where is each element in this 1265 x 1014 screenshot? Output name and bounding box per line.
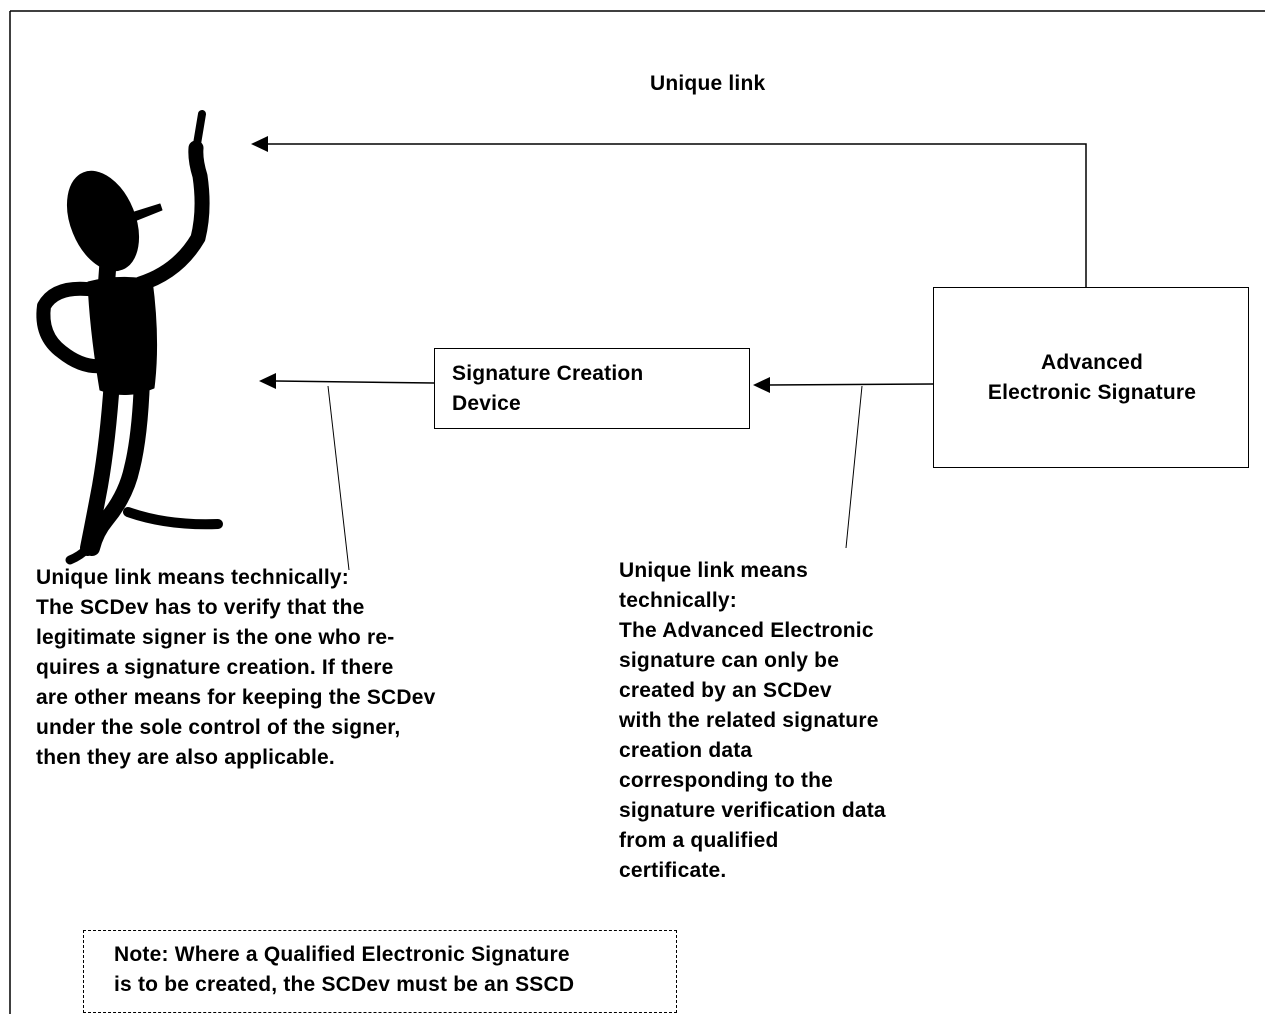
note-line: is to be created, the SCDev must be an S… bbox=[114, 973, 575, 996]
explanation-line: Unique link means technically: bbox=[36, 566, 349, 589]
top-link-line bbox=[266, 143, 1087, 292]
explanation-line: signature can only be bbox=[619, 649, 840, 672]
unique-link-label: Unique link bbox=[650, 72, 766, 95]
explanation-line: legitimate signer is the one who re- bbox=[36, 626, 395, 649]
signer-figure-icon bbox=[36, 110, 223, 565]
top-link-arrowhead bbox=[251, 136, 268, 152]
explanation-line: The Advanced Electronic bbox=[619, 619, 874, 642]
explanation-line: certificate. bbox=[619, 859, 727, 882]
explanation-line: under the sole control of the signer, bbox=[36, 716, 401, 739]
signature-creation-device-label: Signature Creation Device bbox=[452, 359, 742, 419]
explanation-line: technically: bbox=[619, 589, 737, 612]
explanation-line: The SCDev has to verify that the bbox=[36, 596, 365, 619]
explanation-line: are other means for keeping the SCDev bbox=[36, 686, 436, 709]
explanation-line: creation data bbox=[619, 739, 753, 762]
explanation-line: quires a signature creation. If there bbox=[36, 656, 394, 679]
aes-to-scd-line bbox=[767, 383, 934, 386]
note-text: Note: Where a Qualified Electronic Signa… bbox=[114, 940, 574, 1000]
aes-label-line: Electronic Signature bbox=[987, 381, 1197, 404]
device-link-explanation: Unique link means technically: The Advan… bbox=[619, 556, 886, 886]
explanation-line: with the related signature bbox=[619, 709, 879, 732]
explanation-line: from a qualified bbox=[619, 829, 779, 852]
aes-label-line: Advanced bbox=[1041, 351, 1143, 374]
left-callout-pointer bbox=[327, 385, 350, 571]
note-line: Note: Where a Qualified Electronic Signa… bbox=[114, 943, 570, 966]
note-box: Note: Where a Qualified Electronic Signa… bbox=[83, 930, 677, 1013]
right-callout-pointer bbox=[845, 385, 863, 549]
scd-label-line: Device bbox=[452, 392, 521, 415]
scd-label-line: Signature Creation bbox=[452, 362, 644, 385]
scd-to-signer-arrowhead bbox=[259, 373, 276, 389]
advanced-electronic-signature-box: Advanced Electronic Signature bbox=[933, 287, 1249, 468]
explanation-line: signature verification data bbox=[619, 799, 886, 822]
advanced-electronic-signature-label: Advanced Electronic Signature bbox=[934, 348, 1250, 408]
signer-link-explanation: Unique link means technically: The SCDev… bbox=[36, 563, 436, 773]
explanation-line: created by an SCDev bbox=[619, 679, 832, 702]
scd-to-signer-line bbox=[275, 380, 435, 384]
explanation-line: corresponding to the bbox=[619, 769, 833, 792]
aes-to-scd-arrowhead bbox=[753, 377, 770, 393]
signature-creation-device-box: Signature Creation Device bbox=[434, 348, 750, 429]
explanation-line: then they are also applicable. bbox=[36, 746, 335, 769]
explanation-line: Unique link means bbox=[619, 559, 808, 582]
